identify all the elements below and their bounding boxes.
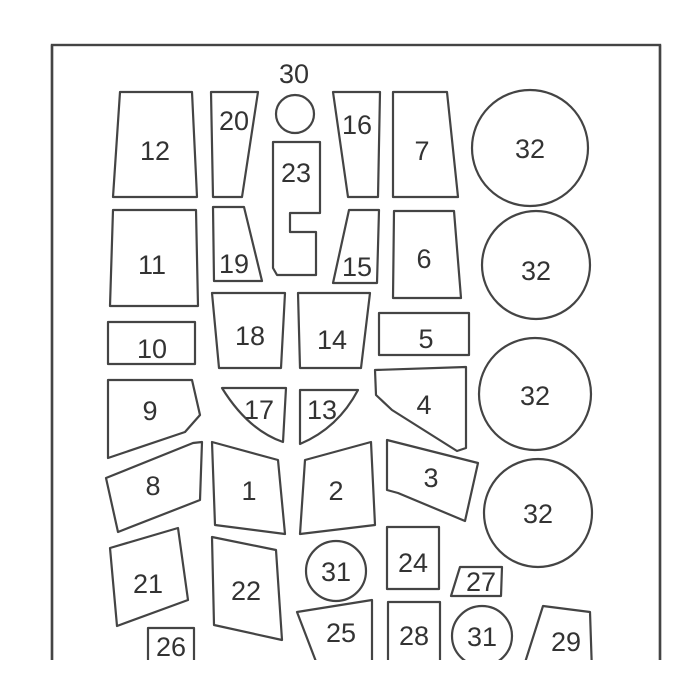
piece-14: 14: [296, 291, 372, 370]
piece-11: 11: [108, 208, 200, 308]
piece-label: 13: [307, 395, 337, 425]
piece-label: 30: [279, 59, 309, 89]
piece-label: 14: [317, 325, 347, 355]
piece-label: 9: [142, 396, 157, 426]
piece-32-c: 32: [477, 336, 593, 452]
piece-5: 5: [377, 311, 471, 357]
piece-label: 4: [416, 390, 431, 420]
piece-label: 22: [231, 576, 261, 606]
piece-19: 19: [211, 205, 264, 283]
piece-4: 4: [373, 365, 468, 453]
piece-label: 32: [523, 499, 553, 529]
piece-10: 10: [106, 320, 197, 366]
piece-31-a: 31: [304, 539, 368, 603]
piece-label: 6: [416, 244, 431, 274]
piece-30: 30: [274, 59, 316, 135]
piece-label: 8: [145, 471, 160, 501]
piece-label: 7: [414, 136, 429, 166]
piece-32-a: 32: [470, 88, 590, 208]
piece-label: 1: [241, 476, 256, 506]
piece-label: 3: [423, 463, 438, 493]
piece-label: 24: [398, 548, 428, 578]
piece-32-b: 32: [480, 209, 592, 321]
piece-2: 2: [298, 440, 377, 536]
piece-label: 27: [466, 567, 496, 597]
piece-15: 15: [331, 208, 381, 285]
piece-3: 3: [385, 438, 480, 523]
piece-label: 10: [137, 334, 167, 364]
crop-mask: [0, 660, 695, 695]
piece-8: 8: [104, 440, 204, 534]
piece-26: 26: [146, 626, 196, 670]
piece-13: 13: [298, 388, 360, 446]
piece-label: 16: [342, 110, 372, 140]
piece-label: 12: [140, 136, 170, 166]
piece-label: 15: [342, 252, 372, 282]
piece-label: 21: [133, 569, 163, 599]
piece-21: 21: [108, 526, 190, 628]
piece-label: 17: [244, 395, 274, 425]
piece-label: 32: [515, 134, 545, 164]
piece-label: 18: [235, 321, 265, 351]
piece-label: 19: [219, 249, 249, 279]
piece-label: 31: [467, 622, 497, 652]
piece-7: 7: [391, 90, 460, 199]
piece-label: 11: [138, 250, 166, 280]
piece-24: 24: [385, 525, 441, 591]
piece-6: 6: [391, 209, 463, 300]
piece-18: 18: [210, 291, 287, 370]
piece-20: 20: [209, 90, 260, 199]
piece-label: 25: [326, 618, 356, 648]
piece-label: 31: [321, 557, 351, 587]
piece-23: 23: [271, 140, 322, 277]
piece-31-b: 31: [450, 604, 514, 668]
piece-29: 29: [520, 604, 594, 674]
piece-label: 32: [520, 381, 550, 411]
piece-label: 23: [281, 158, 311, 188]
piece-1: 1: [210, 440, 287, 536]
piece-label: 5: [418, 324, 433, 354]
piece-27: 27: [449, 565, 504, 598]
piece-32-d: 32: [482, 457, 594, 569]
piece-label: 2: [328, 476, 343, 506]
piece-label: 20: [219, 106, 249, 136]
piece-label: 28: [399, 621, 429, 651]
piece-16: 16: [331, 90, 382, 199]
piece-label: 29: [551, 627, 581, 657]
piece-label: 26: [156, 632, 186, 662]
piece-9: 9: [106, 378, 202, 460]
piece-17: 17: [220, 386, 288, 444]
piece-12: 12: [111, 90, 199, 199]
piece-label: 32: [521, 256, 551, 286]
piece-22: 22: [210, 535, 284, 642]
